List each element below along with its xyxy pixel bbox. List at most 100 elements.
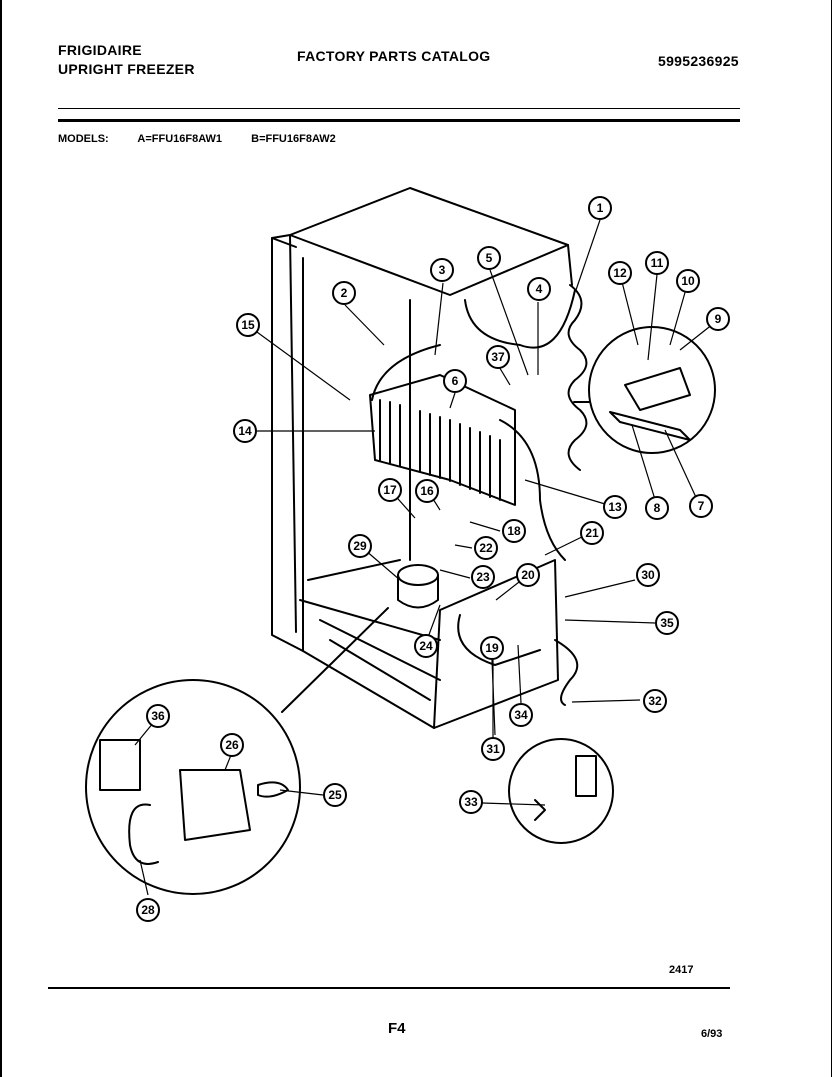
callout-label: 17 bbox=[383, 483, 397, 497]
models-line: MODELS: A=FFU16F8AW1 B=FFU16F8AW2 bbox=[58, 133, 350, 145]
callout-circle bbox=[502, 519, 526, 543]
callout-circle bbox=[655, 611, 679, 635]
callout-18: 18 bbox=[502, 519, 526, 543]
callout-31: 31 bbox=[481, 737, 505, 761]
callout-label: 26 bbox=[225, 738, 239, 752]
callout-circle bbox=[415, 479, 439, 503]
model-b: B=FFU16F8AW2 bbox=[251, 133, 336, 145]
callout-circle bbox=[509, 703, 533, 727]
callout-circle bbox=[477, 246, 501, 270]
callout-circle bbox=[443, 369, 467, 393]
callout-3: 3 bbox=[430, 258, 454, 282]
callout-label: 20 bbox=[521, 568, 535, 582]
callout-label: 5 bbox=[486, 251, 493, 265]
detail-circle-bracket bbox=[588, 326, 716, 454]
callout-label: 18 bbox=[507, 524, 521, 538]
callout-2: 2 bbox=[332, 281, 356, 305]
callout-label: 11 bbox=[651, 256, 664, 270]
wiring-harness bbox=[457, 614, 541, 666]
callout-circle bbox=[474, 536, 498, 560]
callout-label: 10 bbox=[681, 274, 695, 288]
callout-35: 35 bbox=[655, 611, 679, 635]
page-number: F4 bbox=[388, 1020, 406, 1037]
callout-26: 26 bbox=[220, 733, 244, 757]
callout-circle bbox=[136, 898, 160, 922]
callout-circle bbox=[689, 494, 713, 518]
callout-circle bbox=[471, 565, 495, 589]
detail-circle-outlet bbox=[508, 738, 614, 844]
callout-label: 8 bbox=[654, 501, 661, 515]
callout-label: 12 bbox=[613, 266, 627, 280]
callout-14: 14 bbox=[233, 419, 257, 443]
callout-label: 35 bbox=[660, 616, 674, 630]
callout-label: 37 bbox=[491, 350, 505, 364]
callout-label: 7 bbox=[698, 499, 705, 513]
callout-label: 19 bbox=[485, 641, 499, 655]
callout-circle bbox=[608, 261, 632, 285]
callout-label: 30 bbox=[641, 568, 655, 582]
callout-36: 36 bbox=[146, 704, 170, 728]
callout-circle bbox=[643, 689, 667, 713]
callout-label: 25 bbox=[328, 788, 342, 802]
callout-label: 36 bbox=[151, 709, 165, 723]
callout-label: 22 bbox=[479, 541, 493, 555]
callout-circle bbox=[459, 790, 483, 814]
callout-circle bbox=[430, 258, 454, 282]
callout-circle bbox=[236, 313, 260, 337]
callout-7: 7 bbox=[689, 494, 713, 518]
callout-label: 6 bbox=[452, 374, 459, 388]
evaporator-coil bbox=[369, 289, 576, 561]
callout-label: 24 bbox=[419, 639, 433, 653]
callout-8: 8 bbox=[645, 496, 669, 520]
catalog-title: FACTORY PARTS CATALOG bbox=[297, 48, 491, 64]
callout-circle bbox=[645, 251, 669, 275]
callout-10: 10 bbox=[676, 269, 700, 293]
callout-label: 32 bbox=[648, 694, 662, 708]
models-label: MODELS: bbox=[58, 133, 109, 145]
callout-circle bbox=[636, 563, 660, 587]
callout-label: 16 bbox=[420, 484, 434, 498]
callout-9: 9 bbox=[706, 307, 730, 331]
callout-circle bbox=[706, 307, 730, 331]
callout-circle bbox=[323, 783, 347, 807]
model-a: A=FFU16F8AW1 bbox=[137, 133, 223, 145]
callout-circle bbox=[676, 269, 700, 293]
callout-circle bbox=[516, 563, 540, 587]
callout-circle bbox=[233, 419, 257, 443]
callout-circle bbox=[527, 277, 551, 301]
callout-label: 13 bbox=[608, 500, 622, 514]
callout-22: 22 bbox=[474, 536, 498, 560]
callout-label: 28 bbox=[141, 903, 155, 917]
callout-label: 29 bbox=[353, 539, 367, 553]
callout-30: 30 bbox=[636, 563, 660, 587]
header-rule-thin bbox=[58, 108, 740, 109]
callout-1: 1 bbox=[588, 196, 612, 220]
callout-circle bbox=[588, 196, 612, 220]
callout-5: 5 bbox=[477, 246, 501, 270]
callout-32: 32 bbox=[643, 689, 667, 713]
callout-16: 16 bbox=[415, 479, 439, 503]
callout-21: 21 bbox=[580, 521, 604, 545]
callout-circle bbox=[348, 534, 372, 558]
callout-circle bbox=[146, 704, 170, 728]
callout-label: 9 bbox=[715, 312, 722, 326]
callout-28: 28 bbox=[136, 898, 160, 922]
callout-29: 29 bbox=[348, 534, 372, 558]
callout-circle bbox=[378, 478, 402, 502]
header-rule-thick bbox=[58, 119, 740, 122]
power-cord bbox=[554, 639, 579, 706]
brand-name: FRIGIDAIRE bbox=[58, 42, 142, 58]
callout-group: 1234567891011121314151617181920212223242… bbox=[136, 196, 730, 922]
callout-label: 2 bbox=[341, 286, 348, 300]
callout-label: 1 bbox=[597, 201, 604, 215]
callout-15: 15 bbox=[236, 313, 260, 337]
callout-label: 34 bbox=[514, 708, 528, 722]
callout-label: 15 bbox=[241, 318, 255, 332]
callout-13: 13 bbox=[603, 495, 627, 519]
detail-circle-compressor bbox=[85, 679, 301, 895]
product-name: UPRIGHT FREEZER bbox=[58, 61, 195, 77]
callout-23: 23 bbox=[471, 565, 495, 589]
callout-20: 20 bbox=[516, 563, 540, 587]
callout-17: 17 bbox=[378, 478, 402, 502]
